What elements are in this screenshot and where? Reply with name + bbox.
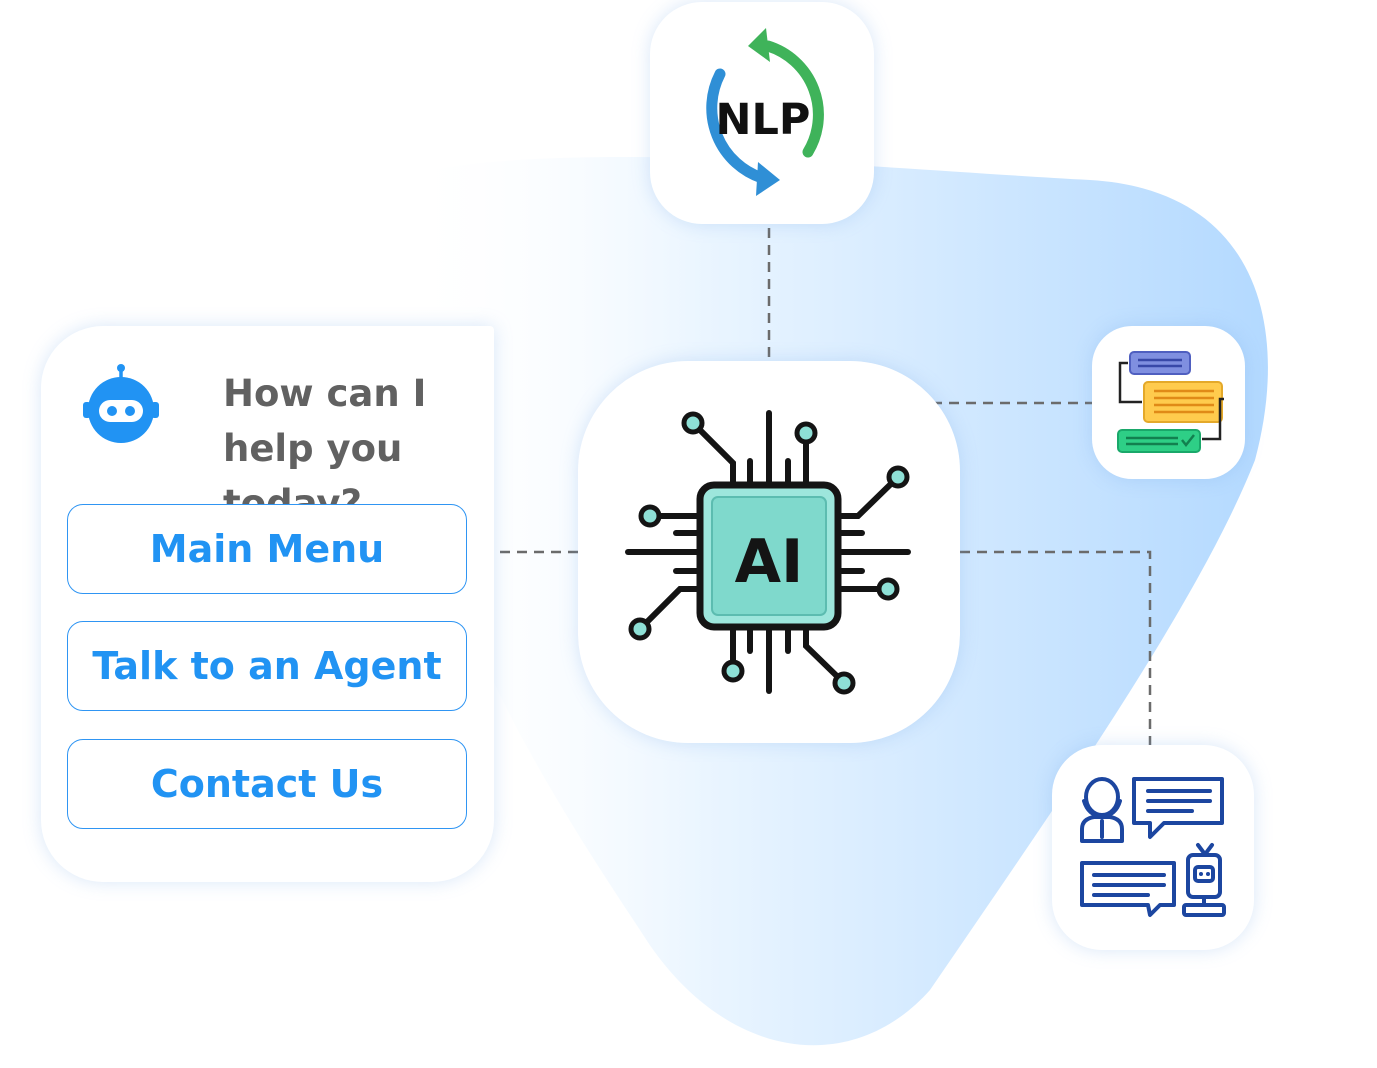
chat-header: How can I help you today? <box>81 362 481 525</box>
main-menu-button[interactable]: Main Menu <box>67 504 467 594</box>
talk-to-agent-button[interactable]: Talk to an Agent <box>67 621 467 711</box>
contact-us-button[interactable]: Contact Us <box>67 739 467 829</box>
ai-label: AI <box>735 527 804 597</box>
nlp-node: NLP <box>650 2 874 224</box>
conversation-flow-node <box>1092 326 1245 479</box>
agent-bot-chat-icon <box>1080 777 1226 917</box>
nlp-cycle-icon: NLP <box>706 28 824 196</box>
greeting-text: How can I help you today? <box>223 372 427 525</box>
agent-bot-chat-node <box>1052 745 1254 950</box>
chatbot-widget: How can I help you today? Main Menu Talk… <box>41 326 494 882</box>
nlp-label: NLP <box>716 95 811 145</box>
ai-chip-icon: AI <box>625 410 911 695</box>
ai-node: AI <box>578 361 960 743</box>
conversation-flow-icon <box>1117 351 1224 453</box>
connector-ai-support <box>960 550 1152 745</box>
robot-icon <box>83 364 159 443</box>
